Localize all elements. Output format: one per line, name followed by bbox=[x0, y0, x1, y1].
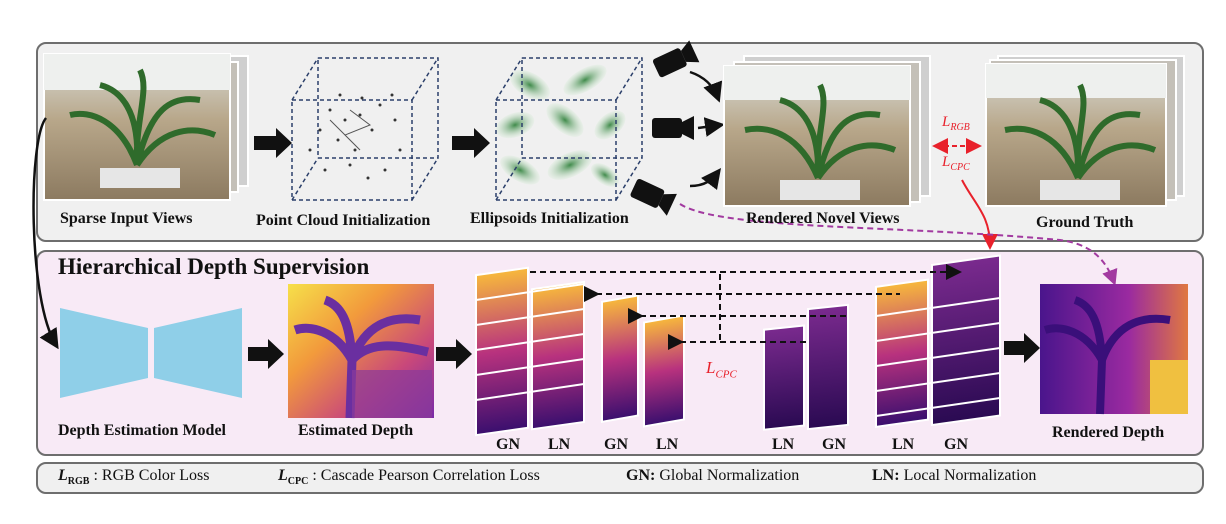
input-to-depth-model-arrow bbox=[32, 117, 59, 350]
legend-item-gn: GN: Global Normalization bbox=[626, 467, 800, 484]
sparse-input-label: Sparse Input Views bbox=[60, 210, 193, 227]
ellipsoids-label: Ellipsoids Initialization bbox=[470, 210, 629, 227]
feature-map-row-lines bbox=[475, 283, 1001, 417]
rendered-novel-label: Rendered Novel Views bbox=[746, 210, 900, 227]
depth-model-label: Depth Estimation Model bbox=[58, 422, 226, 439]
point-cloud-label: Point Cloud Initialization bbox=[256, 212, 431, 229]
ellipsoids-cube bbox=[495, 57, 643, 201]
cpc-loss-arrow-top bbox=[961, 179, 998, 250]
cpc-loss-label-mid: LCPC bbox=[706, 358, 737, 381]
cpc-correspondence-arrows bbox=[530, 264, 962, 350]
norm-label-gn-4: GN bbox=[944, 436, 968, 453]
rendered-depth-label: Rendered Depth bbox=[1052, 424, 1165, 441]
norm-label-ln-3: LN bbox=[772, 436, 795, 453]
norm-label-gn-1: GN bbox=[496, 436, 520, 453]
ground-truth-stack bbox=[985, 55, 1185, 207]
legend-item-rgb: LRGB : RGB Color Loss bbox=[58, 467, 210, 488]
camera-icons bbox=[630, 40, 700, 216]
estimated-depth-map bbox=[288, 284, 434, 419]
norm-label-gn-2: GN bbox=[604, 436, 628, 453]
feature-maps-ln-1 bbox=[531, 280, 585, 431]
top-flow-arrows bbox=[254, 128, 490, 158]
mid-flow-arrows bbox=[248, 333, 1040, 369]
feature-maps-ln-2 bbox=[643, 314, 685, 428]
camera-to-rendered-depth-path bbox=[679, 203, 1118, 286]
sparse-input-image-stack bbox=[43, 53, 249, 201]
camera-to-view-arrows bbox=[689, 70, 725, 190]
norm-label-gn-3: GN bbox=[822, 436, 846, 453]
feature-maps-ln-4 bbox=[875, 278, 929, 429]
point-cloud-points bbox=[308, 93, 402, 180]
feature-maps-gn-4 bbox=[931, 254, 1001, 427]
norm-label-ln-4: LN bbox=[892, 436, 915, 453]
norm-label-ln-2: LN bbox=[656, 436, 679, 453]
rendered-depth-map bbox=[1040, 284, 1188, 415]
norm-label-ln-1: LN bbox=[548, 436, 571, 453]
legend-item-ln: LN: Local Normalization bbox=[872, 467, 1037, 484]
hierarchical-depth-title: Hierarchical Depth Supervision bbox=[58, 254, 370, 279]
feature-maps-gn-2 bbox=[601, 294, 639, 424]
depth-estimation-network bbox=[60, 308, 242, 398]
legend-item-cpc: LCPC : Cascade Pearson Correlation Loss bbox=[278, 467, 540, 488]
ground-truth-label: Ground Truth bbox=[1036, 214, 1134, 231]
cpc-loss-label-top: LCPC bbox=[942, 154, 970, 173]
estimated-depth-label: Estimated Depth bbox=[298, 422, 414, 439]
rendered-novel-views-stack bbox=[723, 55, 931, 207]
legend-panel bbox=[36, 462, 1204, 494]
feature-maps-ln-3 bbox=[763, 324, 805, 431]
point-cloud-cube bbox=[291, 57, 439, 201]
feature-maps-gn-3 bbox=[807, 303, 849, 431]
rgb-loss-label: LRGB bbox=[942, 114, 970, 133]
